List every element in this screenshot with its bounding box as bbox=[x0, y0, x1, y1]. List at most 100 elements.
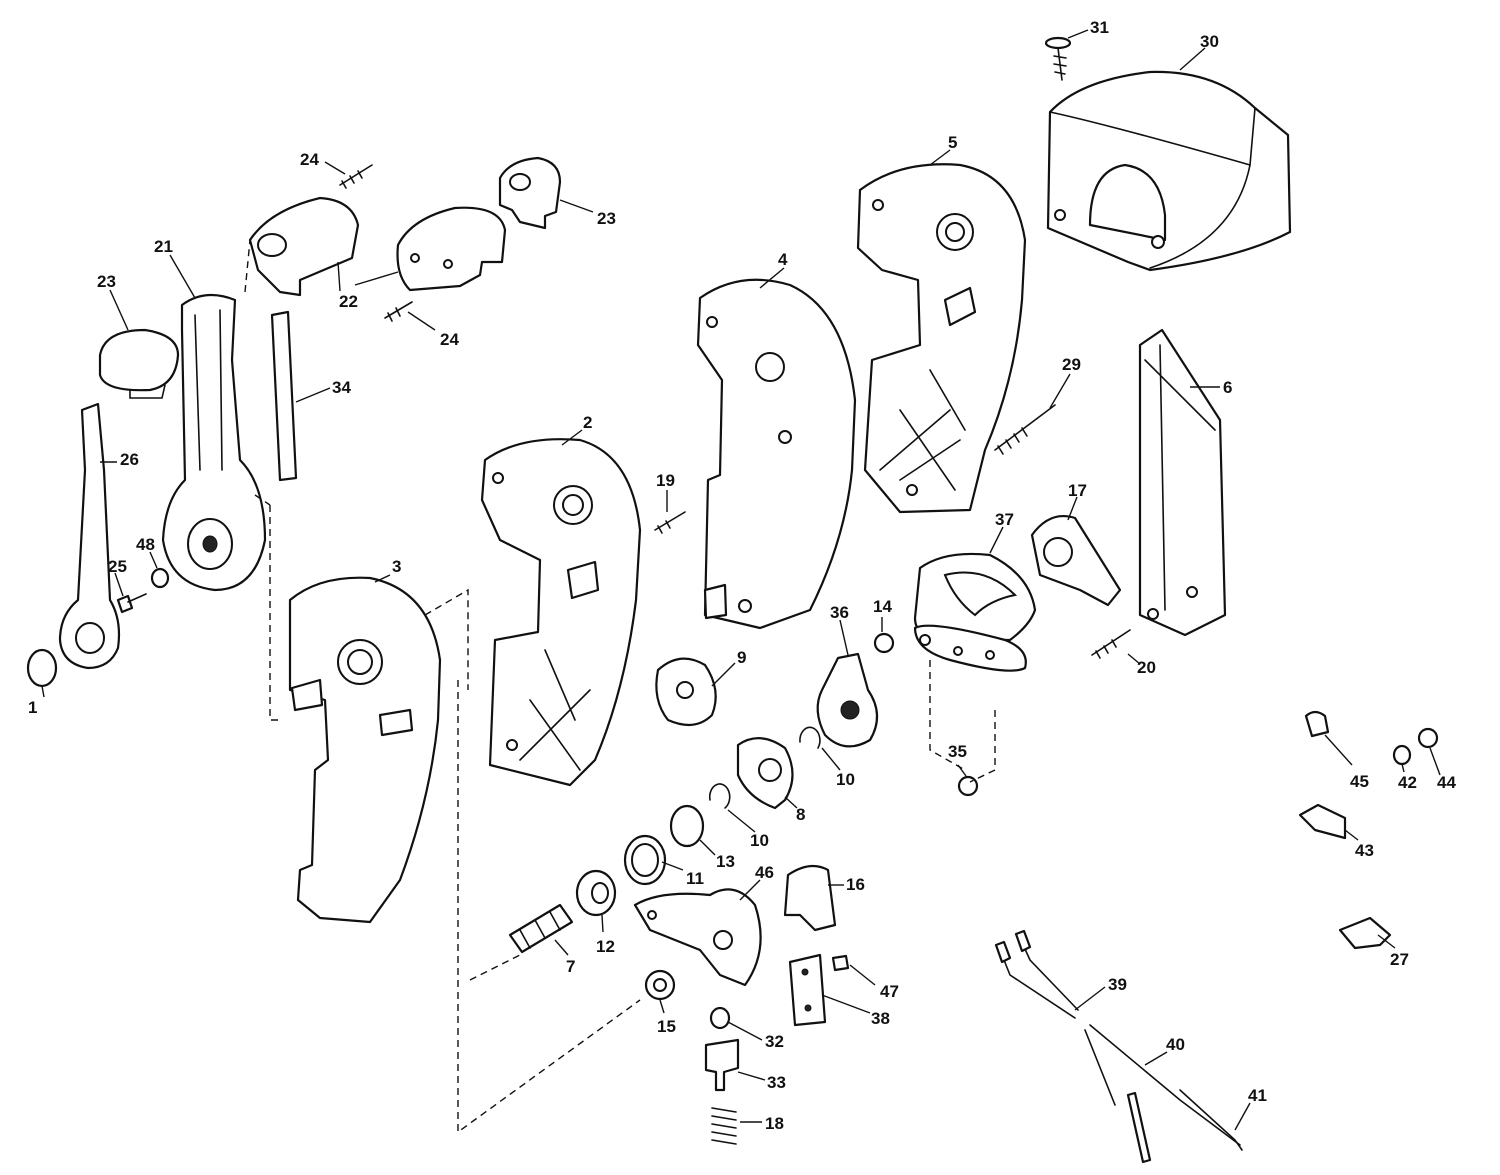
callout-34: 34 bbox=[332, 378, 351, 397]
part-44-nut bbox=[1417, 727, 1439, 749]
callout-30: 30 bbox=[1200, 32, 1219, 51]
part-16-cam bbox=[783, 864, 837, 932]
part-32-pin bbox=[709, 1006, 731, 1030]
part-18-spring bbox=[711, 1107, 737, 1145]
part-41-wire bbox=[1179, 1089, 1243, 1151]
callout-24a: 24 bbox=[300, 150, 319, 169]
part-9-cam bbox=[655, 657, 717, 727]
part-36-detent bbox=[816, 652, 879, 748]
callout-21: 21 bbox=[154, 237, 173, 256]
part-10-ring-lower bbox=[708, 783, 731, 809]
callout-25: 25 bbox=[108, 557, 127, 576]
callout-33: 33 bbox=[767, 1073, 786, 1092]
callout-43: 43 bbox=[1355, 841, 1374, 860]
part-8-cam bbox=[736, 737, 794, 810]
callout-42: 42 bbox=[1398, 773, 1417, 792]
part-27-clip bbox=[1338, 916, 1392, 950]
callout-8: 8 bbox=[796, 805, 805, 824]
part-45-button bbox=[1304, 710, 1330, 738]
part-3-housing bbox=[288, 576, 442, 924]
part-31-screw bbox=[1044, 36, 1072, 81]
callout-24b: 24 bbox=[440, 330, 459, 349]
callout-47: 47 bbox=[880, 982, 899, 1001]
callout-9: 9 bbox=[737, 648, 746, 667]
callout-40: 40 bbox=[1166, 1035, 1185, 1054]
part-21-lever bbox=[161, 293, 267, 592]
callout-10b: 10 bbox=[750, 831, 769, 850]
callout-38: 38 bbox=[871, 1009, 890, 1028]
part-13-ring bbox=[669, 804, 705, 848]
alignment-lines bbox=[244, 239, 996, 1134]
part-46-cam-lever bbox=[633, 888, 762, 987]
callout-17: 17 bbox=[1068, 481, 1087, 500]
callout-23a: 23 bbox=[97, 272, 116, 291]
callout-41: 41 bbox=[1248, 1086, 1267, 1105]
part-4-housing bbox=[696, 278, 857, 630]
callout-6: 6 bbox=[1223, 378, 1232, 397]
part-14-nut bbox=[873, 632, 895, 654]
callout-37: 37 bbox=[995, 510, 1014, 529]
part-11-bushing bbox=[623, 834, 667, 886]
part-26-neutral-lever bbox=[58, 402, 121, 670]
callout-13: 13 bbox=[716, 852, 735, 871]
callout-36: 36 bbox=[830, 603, 849, 622]
part-24-screw-upper bbox=[339, 164, 373, 189]
part-2-housing bbox=[480, 438, 642, 787]
callout-7: 7 bbox=[566, 957, 575, 976]
part-20-screw bbox=[1091, 629, 1131, 659]
part-33-plunger bbox=[704, 1038, 740, 1092]
callout-14: 14 bbox=[873, 597, 892, 616]
callout-31: 31 bbox=[1090, 18, 1109, 37]
callout-32: 32 bbox=[765, 1032, 784, 1051]
part-22-handle bbox=[248, 196, 507, 297]
leader-lines bbox=[41, 29, 1441, 1131]
part-35-nut bbox=[957, 775, 979, 797]
part-7-shaft bbox=[508, 903, 574, 954]
part-19-screw bbox=[654, 511, 686, 534]
callout-10a: 10 bbox=[836, 770, 855, 789]
callout-45: 45 bbox=[1350, 772, 1369, 791]
callout-1: 1 bbox=[28, 698, 37, 717]
part-1-cap bbox=[26, 648, 58, 688]
part-17-cam bbox=[1030, 514, 1122, 607]
callout-39: 39 bbox=[1108, 975, 1127, 994]
part-38-switch bbox=[788, 953, 827, 1027]
callout-44: 44 bbox=[1437, 773, 1456, 792]
callout-19: 19 bbox=[656, 471, 675, 490]
callout-22: 22 bbox=[339, 292, 358, 311]
part-42-washer bbox=[1392, 744, 1412, 766]
part-10-ring-upper bbox=[799, 726, 821, 749]
callout-11: 11 bbox=[686, 869, 704, 888]
part-43-clip bbox=[1298, 803, 1347, 840]
callout-12: 12 bbox=[596, 937, 615, 956]
part-48-washer bbox=[150, 567, 170, 589]
callout-26: 26 bbox=[120, 450, 139, 469]
callout-29: 29 bbox=[1062, 355, 1081, 374]
part-24-screw-lower bbox=[384, 301, 413, 322]
part-29-bolt bbox=[994, 404, 1056, 455]
part-5-housing bbox=[856, 163, 1027, 514]
callout-4: 4 bbox=[778, 250, 788, 269]
callout-20: 20 bbox=[1137, 658, 1156, 677]
part-12-bushing bbox=[575, 869, 617, 917]
callout-23b: 23 bbox=[597, 209, 616, 228]
callout-5: 5 bbox=[948, 133, 957, 152]
part-15-washer bbox=[644, 969, 676, 1001]
callout-48: 48 bbox=[136, 535, 155, 554]
part-40-wire bbox=[1084, 1024, 1241, 1164]
callout-16: 16 bbox=[846, 875, 865, 894]
part-30-cover bbox=[1046, 70, 1292, 272]
part-23-knob-right bbox=[498, 156, 562, 230]
part-37-link-plate bbox=[913, 552, 1037, 672]
part-47-screw bbox=[831, 954, 850, 972]
part-39-wire bbox=[994, 929, 1079, 1019]
callout-27: 27 bbox=[1390, 950, 1409, 969]
callout-3: 3 bbox=[392, 557, 401, 576]
callout-18: 18 bbox=[765, 1114, 784, 1133]
part-6-side-plate bbox=[1138, 328, 1227, 637]
callout-46: 46 bbox=[755, 863, 774, 882]
callout-labels: 1 2 3 4 5 6 7 8 9 10 10 11 12 13 14 15 1… bbox=[28, 18, 1456, 1133]
callout-35: 35 bbox=[948, 742, 967, 761]
part-23-knob-left bbox=[98, 328, 180, 399]
